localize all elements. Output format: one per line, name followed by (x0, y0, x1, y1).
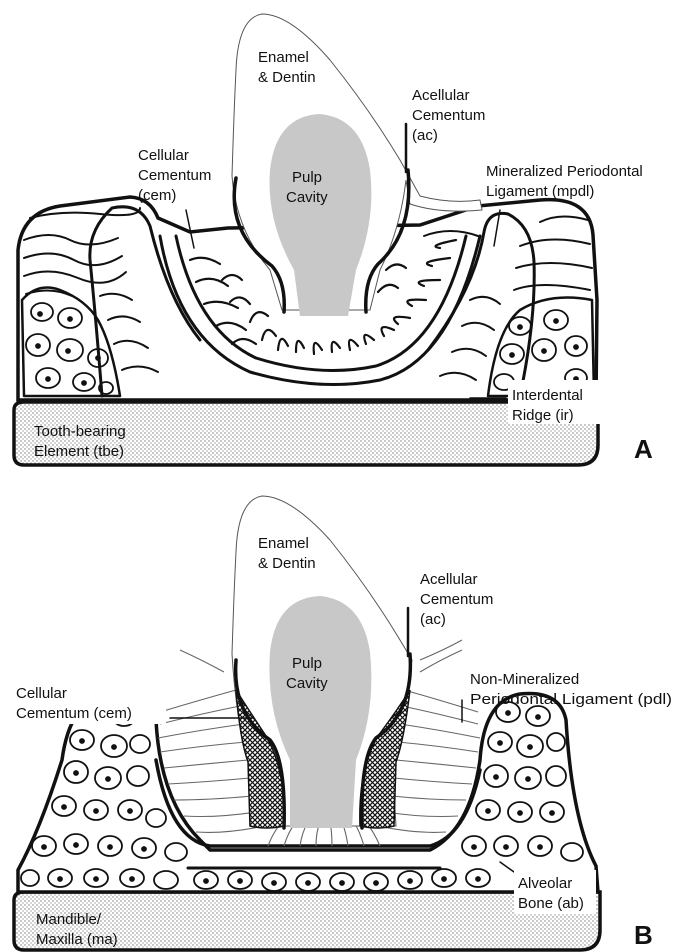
label-ridge-abbr-a: Ridge (ir) (512, 407, 574, 424)
label-mpdl-abbr-a: Ligament (mpdl) (486, 183, 594, 200)
label-acellular-cementum-b: Cementum (420, 591, 493, 608)
label-tbe-abbr-a: Element (tbe) (34, 443, 124, 460)
label-acellular-abbr-a: (ac) (412, 127, 438, 144)
label-pdl-b: Non-Mineralized (470, 671, 579, 688)
label-cellular-a: Cellular (138, 147, 189, 164)
label-cavity-b: Cavity (286, 675, 328, 692)
label-acellular-cementum-a: Cementum (412, 107, 485, 124)
panel-a: Enamel & Dentin Pulp Cavity Acellular Ce… (14, 14, 653, 465)
label-mpdl-a: Mineralized Periodontal (486, 163, 643, 180)
label-cellular-b: Cellular (16, 685, 67, 702)
label-ridge-a: Interdental (512, 387, 583, 404)
label-pulp-b: Pulp (292, 655, 322, 672)
label-cellular-cementum-b: Cementum (cem) (16, 705, 132, 722)
label-acellular-abbr-b: (ac) (420, 611, 446, 628)
label-ab-abbr-b: Bone (ab) (518, 895, 584, 912)
panel-letter-b: B (634, 920, 653, 950)
label-pulp-a: Pulp (292, 169, 322, 186)
label-ab-b: Alveolar (518, 875, 572, 892)
panel-letter-a: A (634, 434, 653, 464)
label-enamel-b: Enamel (258, 535, 309, 552)
panel-b: Enamel & Dentin Pulp Cavity Acellular Ce… (12, 496, 672, 950)
label-ma-b: Mandible/ (36, 911, 102, 928)
label-acellular-b: Acellular (420, 571, 478, 588)
label-dentin-b: & Dentin (258, 555, 316, 572)
label-cellular-abbr-a: (cem) (138, 187, 176, 204)
label-cavity-a: Cavity (286, 189, 328, 206)
label-enamel-a: Enamel (258, 49, 309, 66)
label-cellular-cementum-a: Cementum (138, 167, 211, 184)
label-ma-abbr-b: Maxilla (ma) (36, 931, 118, 948)
label-tbe-a: Tooth-bearing (34, 423, 126, 440)
label-dentin-a: & Dentin (258, 69, 316, 86)
label-pdl-abbr-b: Periodontal Ligament (pdl) (470, 691, 672, 708)
label-acellular-a: Acellular (412, 87, 470, 104)
